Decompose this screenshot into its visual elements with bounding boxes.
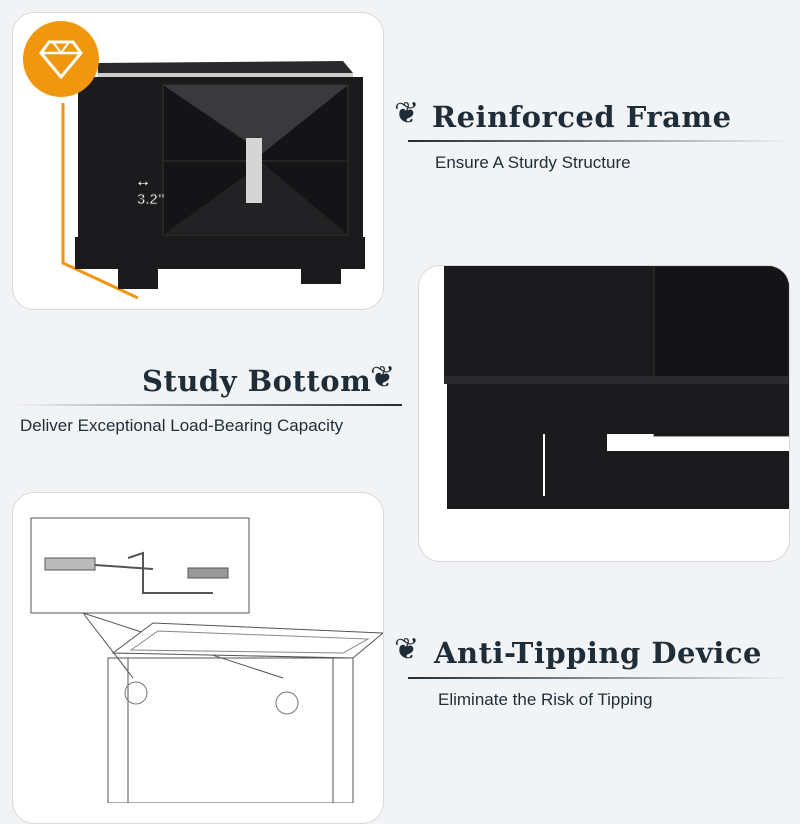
- nightstand-base-image: 2.6": [418, 265, 790, 562]
- floral-icon: ❦: [370, 361, 396, 394]
- feature-subtitle: Deliver Exceptional Load-Bearing Capacit…: [20, 416, 344, 435]
- feature-title: Anti-Tipping Device: [434, 636, 762, 670]
- nightstand-front-image: ↔ 3.2": [12, 12, 384, 310]
- divider: [12, 404, 402, 406]
- arrow-icon: ↔: [135, 173, 151, 190]
- feature-subtitle: Ensure A Sturdy Structure: [435, 153, 631, 172]
- anti-tipping-illustration: [30, 517, 383, 804]
- diamond-badge: [23, 21, 99, 97]
- feature-subtitle: Eliminate the Risk of Tipping: [438, 690, 653, 709]
- feature-title: Study Bottom: [142, 364, 372, 398]
- base-dimension: 2.6": [525, 506, 552, 523]
- floral-icon: ❦: [394, 633, 420, 666]
- feature-title: Reinforced Frame: [432, 100, 732, 134]
- frame-dimension: 3.2": [137, 191, 166, 209]
- floral-icon: ❦: [394, 97, 420, 130]
- divider: [408, 140, 793, 142]
- divider: [408, 677, 793, 679]
- nightstand-illustration: [61, 61, 365, 300]
- anti-tipping-diagram: [12, 492, 384, 824]
- base-illustration: [444, 266, 789, 509]
- diamond-icon: [39, 40, 83, 79]
